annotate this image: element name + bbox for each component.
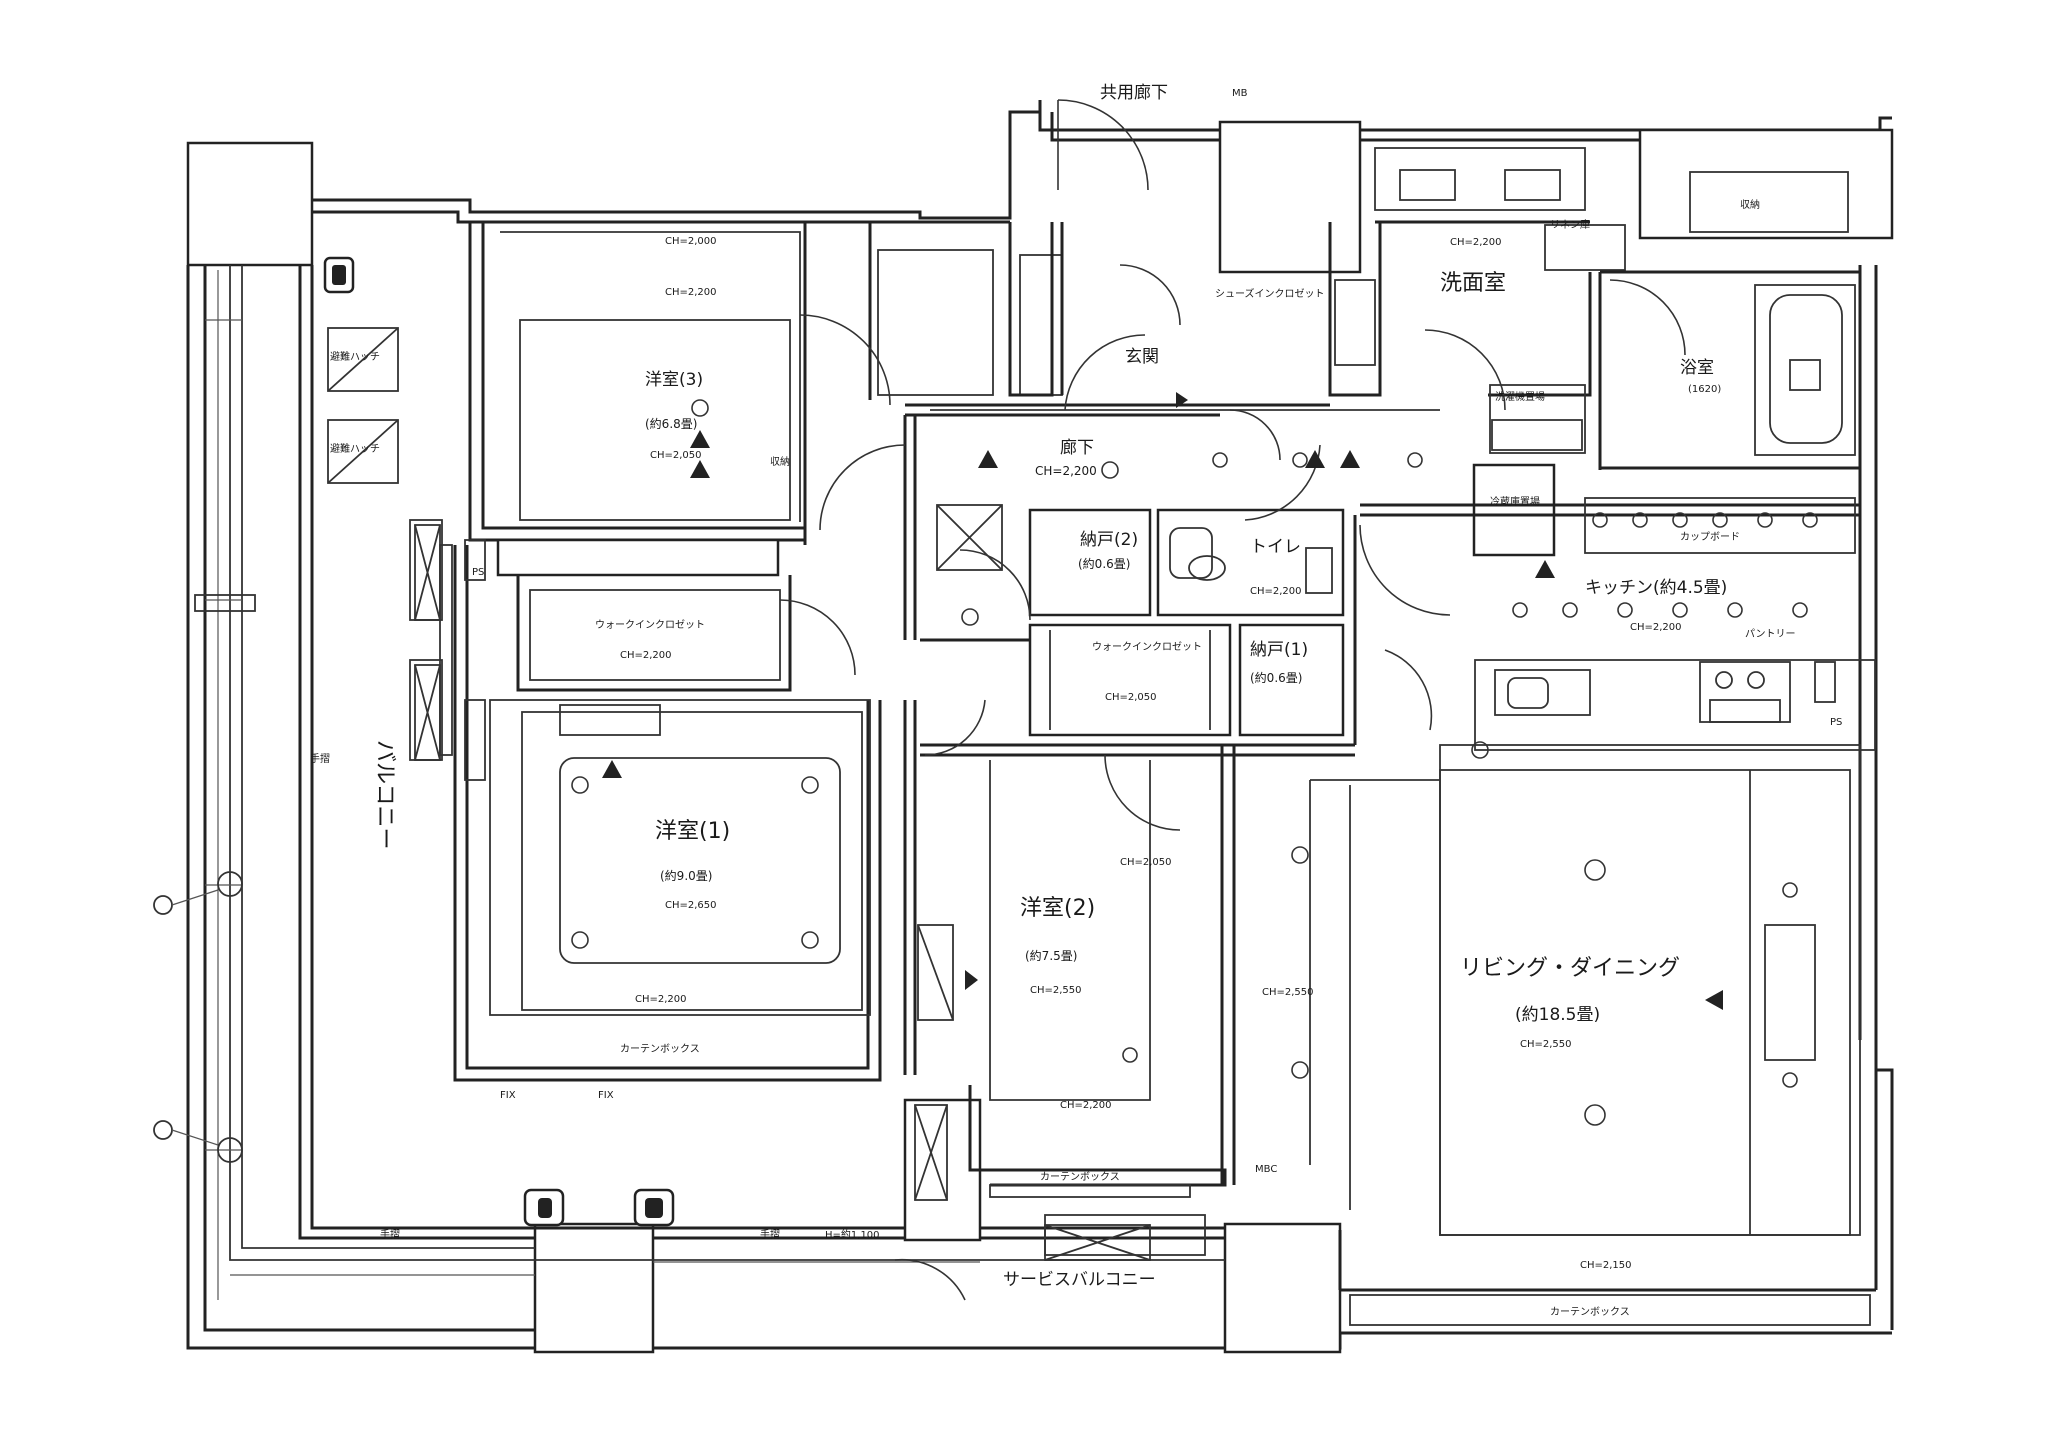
label-living: リビング・ダイニング	[1460, 956, 1680, 981]
label-ch-wash: CH=2,200	[1450, 237, 1502, 248]
balcony-rail	[153, 265, 1225, 1300]
label-ch-bedroom1-lower: CH=2,200	[635, 994, 687, 1005]
label-ch-kitchen: CH=2,200	[1630, 622, 1682, 633]
label-ch-left-ldk: CH=2,550	[1262, 987, 1314, 998]
label-hall-ch: CH=2,200	[1035, 464, 1097, 478]
label-bedroom3-ch: CH=2,050	[650, 450, 702, 461]
label-cupboard: カップボード	[1680, 531, 1740, 543]
label-storage-box: 収納	[770, 455, 790, 468]
label-toilet-ch: CH=2,200	[1250, 586, 1302, 597]
label-bedroom1-ch: CH=2,650	[665, 900, 717, 911]
label-bath: 浴室	[1680, 358, 1714, 378]
label-balcony: バルコニー	[372, 740, 397, 850]
label-curtain-box-3: カーテンボックス	[1550, 1306, 1630, 1318]
label-hall: 廊下	[1060, 438, 1094, 458]
label-wic-small: ウォークインクロゼット	[1092, 641, 1202, 653]
label-ch-closet: CH=2,050	[1105, 692, 1157, 703]
label-common-corridor: 共用廊下	[1100, 83, 1168, 103]
label-ch-ldk-lower: CH=2,150	[1580, 1260, 1632, 1271]
label-ch-top: CH=2,000	[665, 236, 717, 247]
label-h1100: H=約1,100	[825, 1228, 880, 1241]
label-fridge: 冷蔵庫置場	[1490, 495, 1540, 508]
label-bath-size: (1620)	[1688, 384, 1721, 395]
label-storage1: 納戸(1)	[1250, 640, 1308, 660]
label-linen: リネン庫	[1550, 218, 1590, 231]
label-kitchen: キッチン(約4.5畳)	[1585, 578, 1727, 598]
label-stocker: 収納	[1740, 198, 1760, 211]
label-bedroom2-ch: CH=2,550	[1030, 985, 1082, 996]
label-bedroom1: 洋室(1)	[655, 819, 730, 844]
label-bedroom3-size: (約6.8畳)	[645, 416, 697, 431]
label-wic-ch: CH=2,200	[620, 650, 672, 661]
label-mb: MB	[1232, 88, 1248, 99]
label-shoes: シューズインクロゼット	[1215, 287, 1325, 300]
label-storage2-size: (約0.6畳)	[1078, 556, 1130, 571]
label-ch-bedroom2-lower: CH=2,200	[1060, 1100, 1112, 1111]
interior-walls	[298, 147, 1876, 1326]
label-service-balcony: サービスバルコニー	[1003, 1270, 1156, 1290]
label-storage1-size: (約0.6畳)	[1250, 670, 1302, 685]
label-wash: 洗面室	[1440, 271, 1506, 296]
label-curtain-box-1: カーテンボックス	[620, 1043, 700, 1055]
label-ps-1: PS	[472, 567, 484, 578]
label-bedroom2-size: (約7.5畳)	[1025, 948, 1077, 963]
ceiling-lights	[571, 399, 1818, 1126]
label-handrail-2: 手摺	[380, 1228, 400, 1241]
outer-walls	[186, 100, 1894, 1354]
label-handrail-1: 手摺	[310, 752, 330, 765]
label-living-ch: CH=2,550	[1520, 1039, 1572, 1050]
fixtures	[323, 256, 1765, 1261]
label-laundry: 洗濯機置場	[1495, 390, 1545, 403]
door-swings	[779, 99, 1686, 1301]
label-entrance: 玄関	[1125, 347, 1159, 367]
label-fix-2: FIX	[598, 1090, 614, 1101]
label-bedroom3: 洋室(3)	[645, 370, 703, 390]
label-pantry: パントリー	[1745, 628, 1796, 640]
label-bedroom2: 洋室(2)	[1020, 896, 1095, 921]
label-wic: ウォークインクロゼット	[595, 619, 705, 631]
label-bedroom1-size: (約9.0畳)	[660, 868, 712, 883]
label-ch-bedroom2-upper: CH=2,050	[1120, 857, 1172, 868]
label-mbc: MBC	[1255, 1164, 1277, 1175]
label-ch-top2: CH=2,200	[665, 287, 717, 298]
label-evac-2: 避難ハッチ	[330, 442, 380, 455]
label-evac-1: 避難ハッチ	[330, 350, 380, 363]
label-living-size: (約18.5畳)	[1515, 1005, 1600, 1025]
label-toilet: トイレ	[1250, 537, 1301, 557]
label-fix-1: FIX	[500, 1090, 516, 1101]
label-storage2: 納戸(2)	[1080, 530, 1138, 550]
label-ps-2: PS	[1830, 717, 1842, 728]
room-labels: 共用廊下 MB 玄関 廊下 CH=2,200 洗面室 浴室 (1620) 洋室(…	[310, 83, 1842, 1318]
label-handrail-3: 手摺	[760, 1228, 780, 1241]
label-curtain-box-2: カーテンボックス	[1040, 1171, 1120, 1183]
